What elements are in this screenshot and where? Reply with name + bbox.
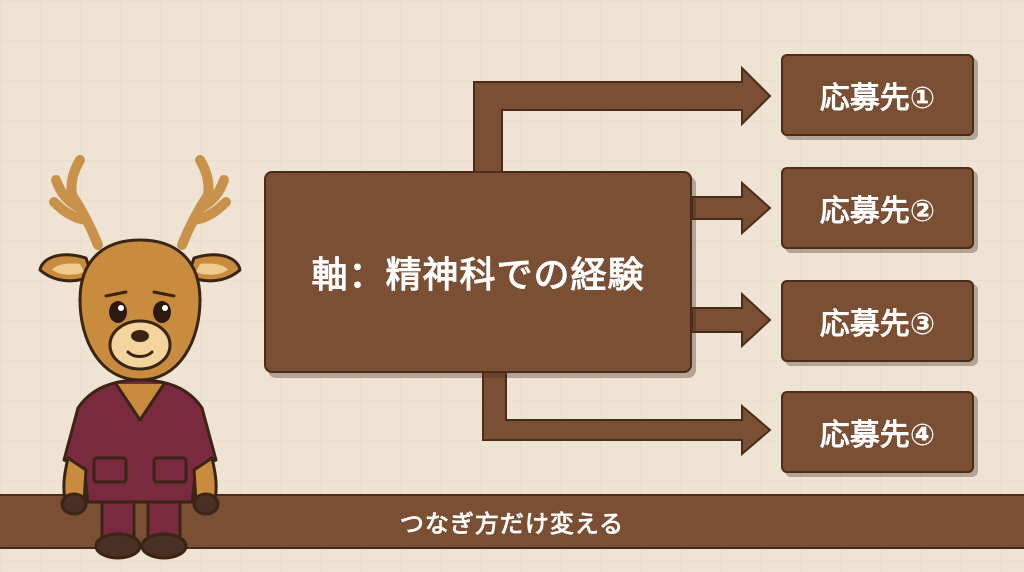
arrow-to-target-2 (691, 180, 772, 236)
target-box-2: 応募先② (781, 167, 974, 249)
target-box-3: 応募先③ (781, 280, 974, 362)
arrow-to-target-1 (473, 65, 772, 174)
target-box-4: 応募先④ (781, 391, 974, 473)
target-label-1: 応募先① (819, 81, 936, 116)
footer-label: つなぎ方だけ変える (399, 510, 625, 538)
target-label-4: 応募先④ (819, 418, 936, 453)
arrow-to-target-3 (691, 291, 772, 349)
core-experience-label: 軸：精神科での経験 (311, 255, 645, 296)
arrow-to-target-4 (482, 371, 772, 457)
deer-mascot-icon (38, 155, 242, 560)
core-experience-box: 軸：精神科での経験 (264, 171, 692, 373)
target-box-1: 応募先① (781, 54, 974, 136)
target-label-3: 応募先③ (819, 307, 936, 342)
target-label-2: 応募先② (819, 194, 936, 229)
